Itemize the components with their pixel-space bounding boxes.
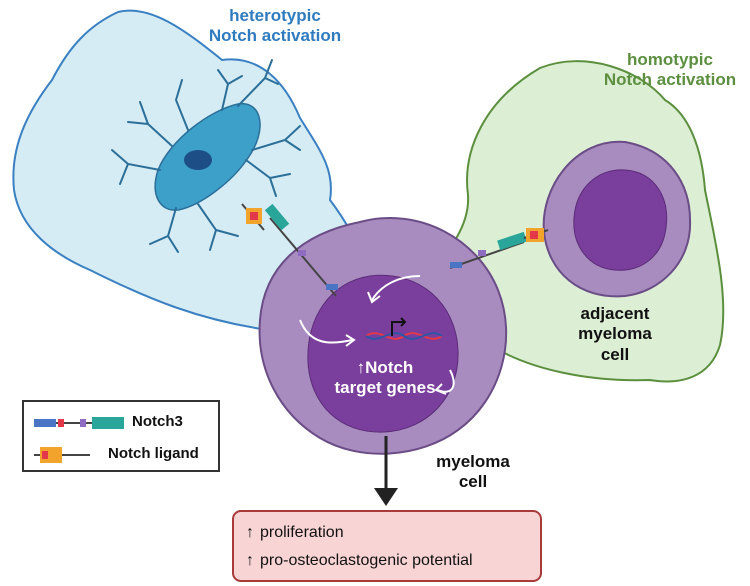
dna-helix-icon [365, 317, 443, 340]
notch-ligand-right [523, 228, 549, 242]
notch3-receptor-right [449, 231, 527, 269]
up-arrow-icon: ↑ [246, 552, 254, 569]
homotypic-label: homotypic Notch activation [603, 50, 737, 90]
legend-ligand-row: Notch ligand [24, 442, 218, 468]
outcomes-box: ↑ proliferation ↑ pro-osteoclastogenic pot… [232, 510, 542, 582]
heterotypic-label: heterotypic Notch activation [208, 6, 342, 46]
outcome-proliferation: ↑ proliferation [246, 524, 344, 542]
legend-ligand-label: Notch ligand [108, 445, 199, 462]
output-arrow [374, 436, 398, 506]
adjacent-myeloma-cell [542, 140, 692, 298]
myeloma-cell-label: myeloma cell [436, 452, 510, 492]
notch-target-genes-label: ↑Notch target genes [334, 358, 436, 398]
outcome-label: pro-osteoclastogenic potential [260, 552, 473, 569]
notch3-legend-icon [34, 417, 124, 429]
legend-notch3-label: Notch3 [132, 413, 183, 430]
outcome-label: proliferation [260, 524, 344, 541]
legend: Notch3 Notch ligand [22, 400, 220, 472]
signal-arrows [299, 275, 455, 395]
stromal-cell [111, 59, 301, 253]
notch-ligand-left [241, 203, 265, 231]
notch-ligand-legend-icon [34, 447, 90, 463]
outcome-osteoclastogenic: ↑ pro-osteoclastogenic potential [246, 552, 473, 570]
legend-notch3-row: Notch3 [24, 410, 218, 436]
adjacent-myeloma-label: adjacent myeloma cell [578, 304, 652, 364]
up-arrow-icon: ↑ [246, 524, 254, 541]
notch3-receptor-left [264, 203, 338, 297]
